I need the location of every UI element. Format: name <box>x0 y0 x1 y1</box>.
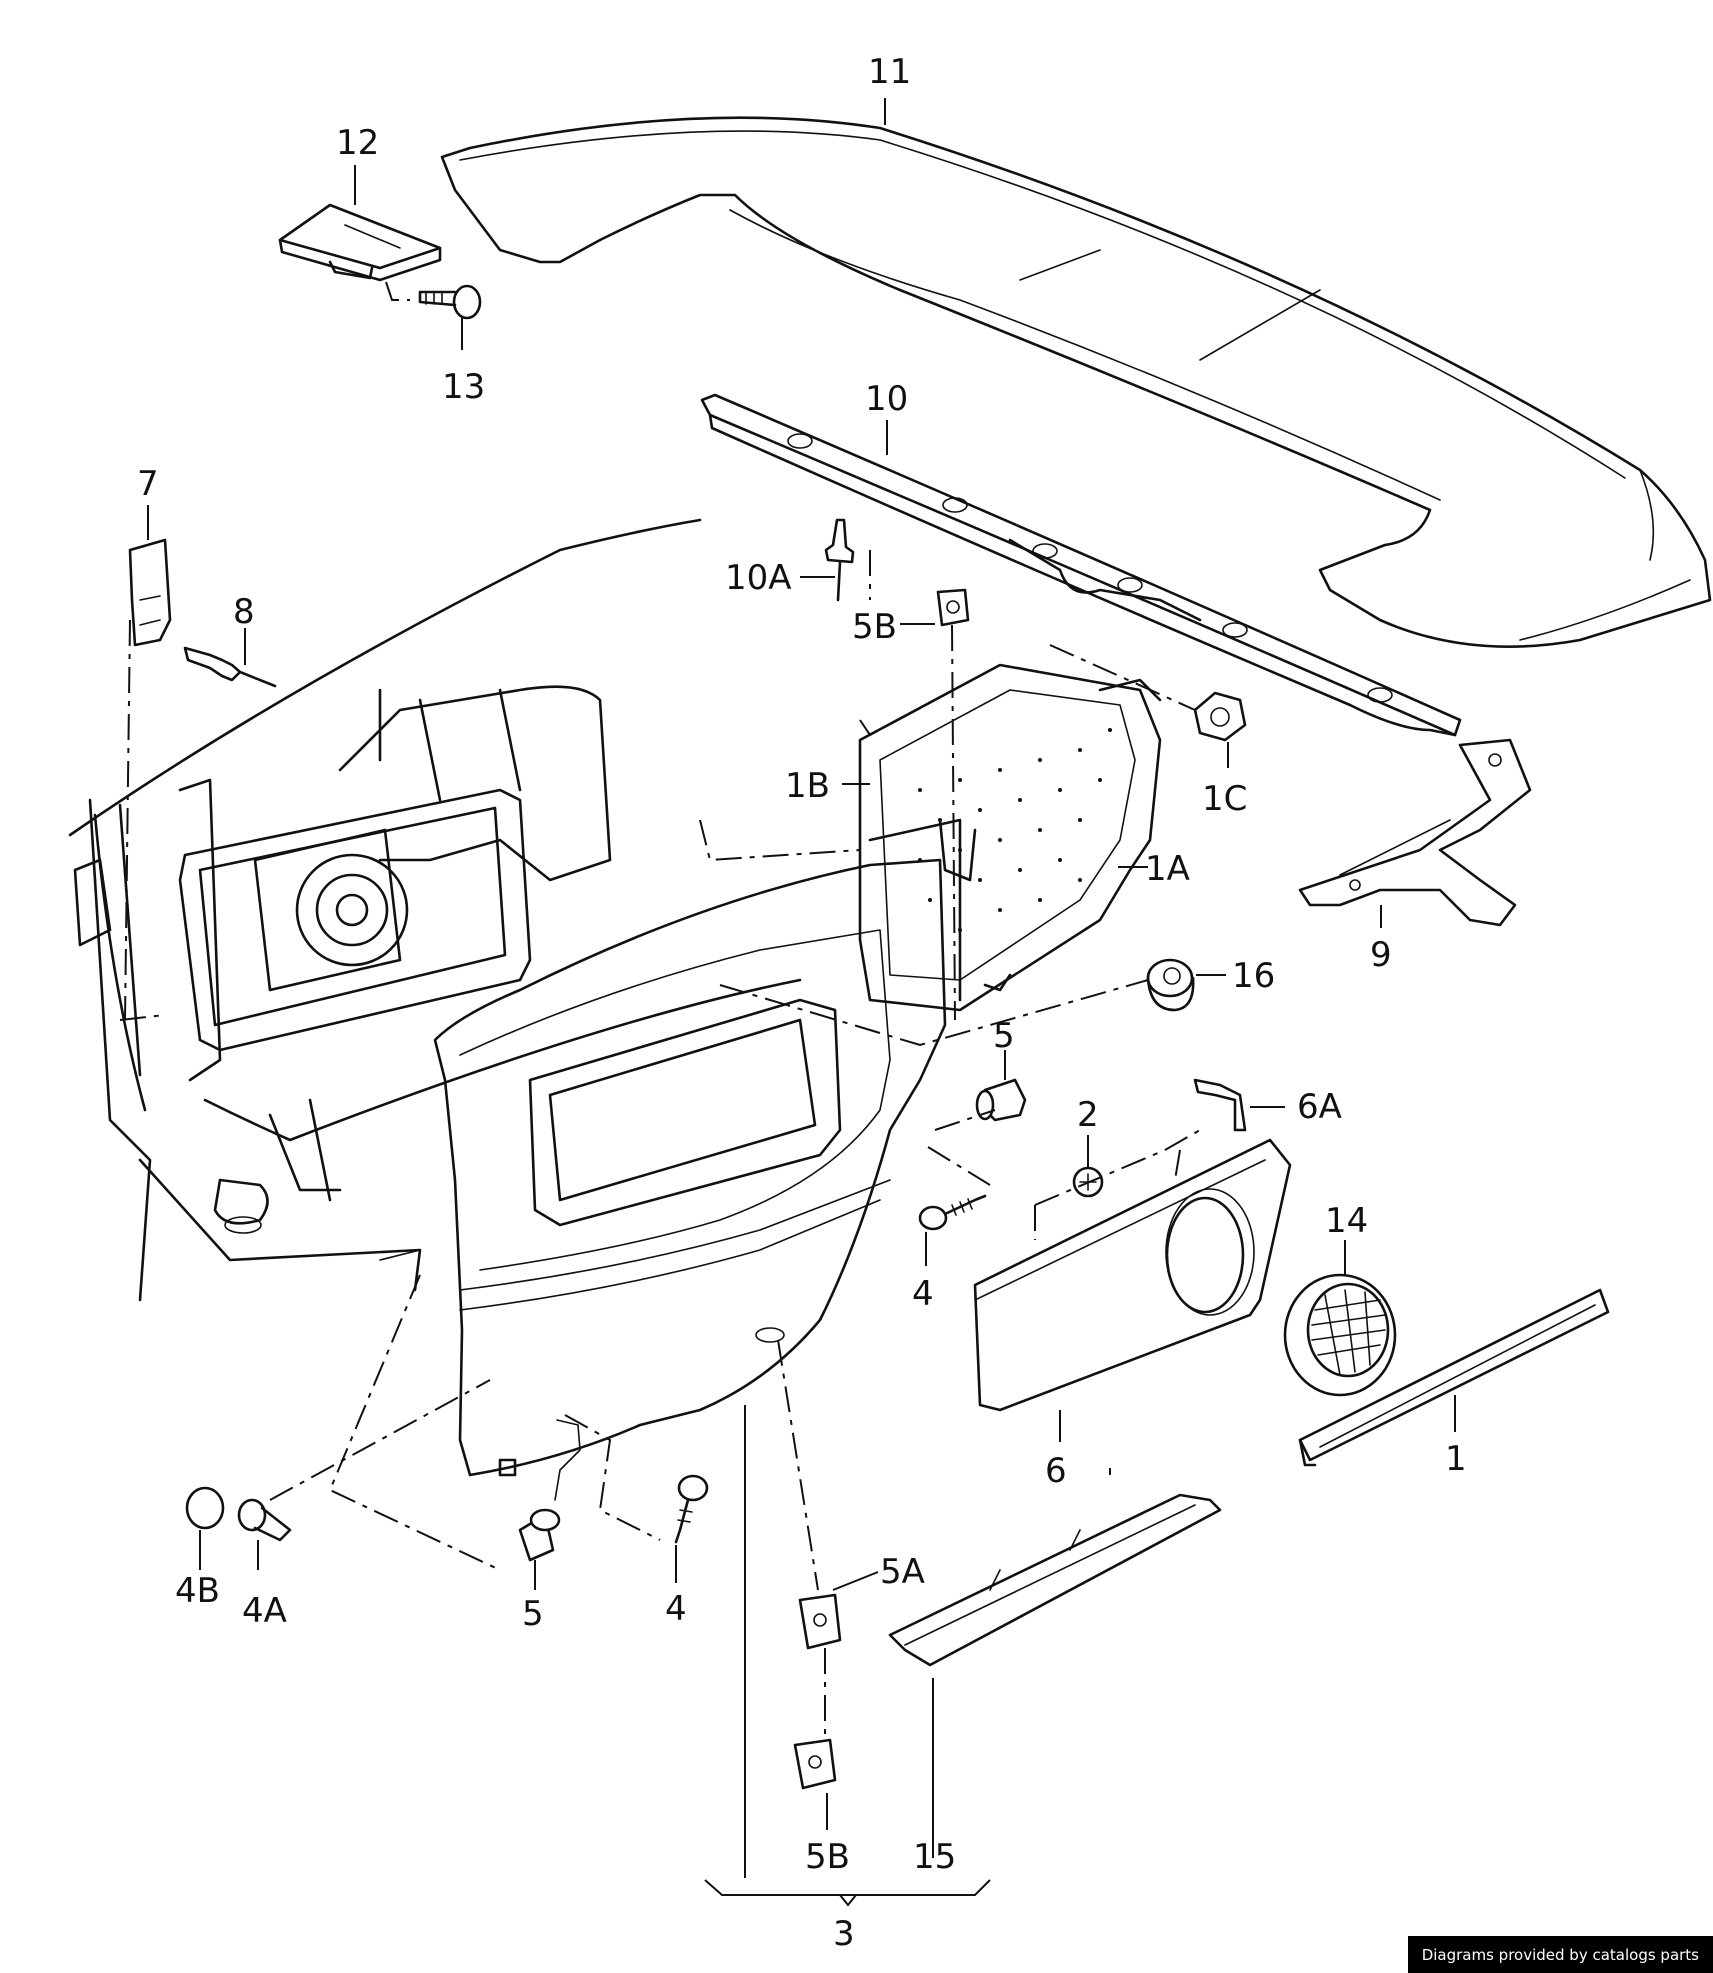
leader-lines <box>147 98 1456 1907</box>
part-3-quarter-trim-panel <box>433 858 947 1477</box>
callout-11: 11 <box>868 52 911 92</box>
part-4b-washer <box>185 1486 225 1530</box>
callout-4-lower: 4 <box>665 1589 687 1629</box>
part-14-speaker-grille <box>1283 1273 1397 1397</box>
part-7-bracket <box>128 538 172 647</box>
callout-14: 14 <box>1325 1201 1368 1241</box>
callout-1c: 1C <box>1202 779 1247 819</box>
part-1a-1b-side-trim <box>858 663 1162 1012</box>
part-5b-lower-clip <box>793 1738 837 1790</box>
callout-16: 16 <box>1232 956 1275 996</box>
callout-2: 2 <box>1077 1095 1099 1135</box>
part-12-cover-cap <box>278 203 442 282</box>
part-10-moulding-strip <box>700 393 1462 737</box>
part-6a-clip <box>1193 1078 1247 1132</box>
callout-5a: 5A <box>880 1552 925 1592</box>
callout-13: 13 <box>442 367 485 407</box>
leader-12-13 <box>385 281 410 301</box>
part-5b-upper-clip <box>936 588 970 627</box>
part-16-clip <box>1146 958 1195 1012</box>
part-1-trim-strip <box>1298 1288 1610 1467</box>
part-9-bracket <box>1298 738 1532 927</box>
body-shell <box>68 518 802 1302</box>
callout-15: 15 <box>913 1837 956 1877</box>
callout-10a: 10A <box>725 558 792 598</box>
part-13-bolt <box>418 284 482 320</box>
part-4a-bolt <box>237 1498 292 1542</box>
part-6-speaker-trim-panel <box>973 1138 1292 1412</box>
part-4-upper-screw <box>918 1194 987 1231</box>
callout-6a: 6A <box>1297 1087 1342 1127</box>
part-5-lower-clip <box>518 1419 581 1562</box>
callout-1: 1 <box>1445 1439 1467 1479</box>
part-5a-clip <box>798 1593 842 1650</box>
assembly-lines <box>119 550 1201 1740</box>
callout-5-lower: 5 <box>522 1594 544 1634</box>
callout-labels: 11 12 13 10 10A 7 8 5B 1B 1A 1C 9 16 5 2… <box>137 52 1467 1954</box>
callout-1b: 1B <box>785 766 830 806</box>
part-4-lower-screw <box>674 1474 709 1544</box>
part-11-rear-trim-panel <box>440 116 1712 648</box>
callout-10: 10 <box>865 379 908 419</box>
part-10a-rivet <box>824 518 855 602</box>
callout-7: 7 <box>137 464 159 504</box>
callout-1a: 1A <box>1145 849 1190 889</box>
callout-4a: 4A <box>242 1591 287 1631</box>
callout-3: 3 <box>833 1914 855 1954</box>
callout-8: 8 <box>233 592 255 632</box>
part-1c-nut <box>1193 691 1247 742</box>
callout-5b-upper: 5B <box>852 607 897 647</box>
callout-12: 12 <box>336 123 379 163</box>
credit-footer: Diagrams provided by catalogs parts <box>1407 1936 1713 1973</box>
callout-6: 6 <box>1045 1451 1067 1491</box>
callout-4b: 4B <box>175 1571 220 1611</box>
callout-5-upper: 5 <box>993 1016 1015 1056</box>
part-8-pin <box>183 646 277 688</box>
part-15-sill-strip <box>888 1493 1222 1667</box>
callout-4-upper: 4 <box>912 1274 934 1314</box>
callout-5b-lower: 5B <box>805 1837 850 1877</box>
speaker-housing <box>178 788 532 1052</box>
callout-9: 9 <box>1370 935 1392 975</box>
